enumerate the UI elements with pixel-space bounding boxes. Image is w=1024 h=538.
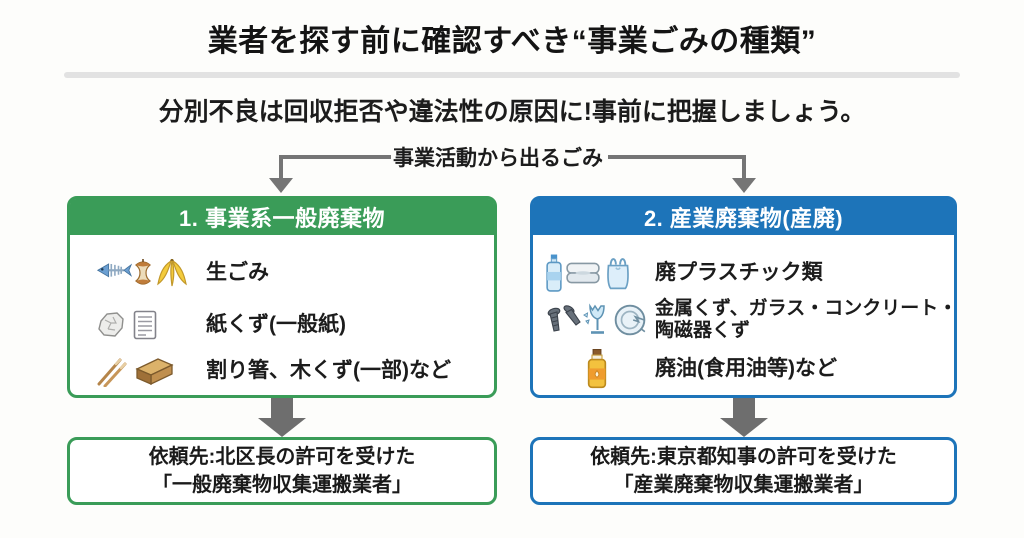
industrial-waste-header: 2. 産業廃棄物(産廃) [533, 199, 954, 235]
connector-line-left [281, 155, 391, 159]
list-item: 生ごみ [70, 249, 494, 297]
chopsticks-icon [96, 355, 128, 387]
food-container-icon [565, 259, 601, 287]
list-item-label: 廃プラスチック類 [655, 260, 823, 284]
destination-line: 「産業廃棄物収集運搬業者」 [613, 474, 874, 496]
list-item-label: 廃油(食用油等)など [655, 356, 837, 380]
arrow-down-icon [269, 178, 293, 193]
flow-source-label: 事業活動から出るごみ [393, 147, 603, 170]
big-arrow-down-icon [720, 418, 768, 437]
list-item: 金属くず、ガラス・コンクリート・ 陶磁器くず [533, 296, 958, 344]
wood-plank-icon [130, 356, 176, 386]
list-item-label: 生ごみ [206, 260, 269, 284]
broken-glass-icon [583, 302, 611, 338]
list-item: 紙くず(一般紙) [70, 301, 494, 349]
connector-line-right [608, 155, 746, 159]
list-item: 廃プラスチック類 [533, 249, 954, 297]
big-arrow-down-icon [271, 398, 293, 419]
pet-bottle-icon [545, 254, 563, 292]
banana-peel-icon [154, 258, 190, 288]
connector-drop-right [742, 155, 746, 179]
industrial-waste-panel: 2. 産業廃棄物(産廃) [530, 196, 957, 398]
crumpled-paper-icon [96, 311, 126, 339]
list-item-label: 割り箸、木くず(一部)など [206, 358, 451, 382]
connector-drop-left [279, 155, 283, 179]
page-title: 業者を探す前に確認すべき“事業ごみの種類” [207, 25, 817, 58]
oil-bottle-icon [587, 349, 607, 389]
list-item-label: 紙くず(一般紙) [206, 312, 346, 336]
broken-plate-icon [613, 303, 647, 337]
industrial-waste-destination: 依頼先:東京都知事の許可を受けた 「産業廃棄物収集運搬業者」 [530, 437, 957, 505]
list-item-label: 金属くず、ガラス・コンクリート・ 陶磁器くず [655, 298, 958, 341]
list-item: 廃油(食用油等)など [533, 345, 954, 393]
general-waste-destination: 依頼先:北区長の許可を受けた 「一般廃棄物収集運搬業者」 [67, 437, 497, 505]
title-divider [64, 72, 960, 78]
destination-line: 依頼先:東京都知事の許可を受けた [590, 446, 897, 468]
general-waste-header: 1. 事業系一般廃棄物 [70, 199, 494, 235]
apple-core-icon [134, 258, 152, 288]
destination-line: 依頼先:北区長の許可を受けた [148, 446, 416, 468]
document-icon [132, 310, 158, 340]
list-item: 割り箸、木くず(一部)など [70, 347, 494, 395]
subtitle: 分別不良は回収拒否や違法性の原因に!事前に把握しましょう。 [158, 98, 866, 126]
plastic-bag-icon [603, 255, 633, 291]
arrow-down-icon [732, 178, 756, 193]
big-arrow-down-icon [258, 418, 306, 437]
destination-line: 「一般廃棄物収集運搬業者」 [152, 474, 412, 496]
general-waste-panel: 1. 事業系一般廃棄物 [67, 196, 497, 398]
fish-skeleton-icon [96, 258, 132, 288]
screws-icon [545, 304, 581, 336]
big-arrow-down-icon [733, 398, 755, 419]
